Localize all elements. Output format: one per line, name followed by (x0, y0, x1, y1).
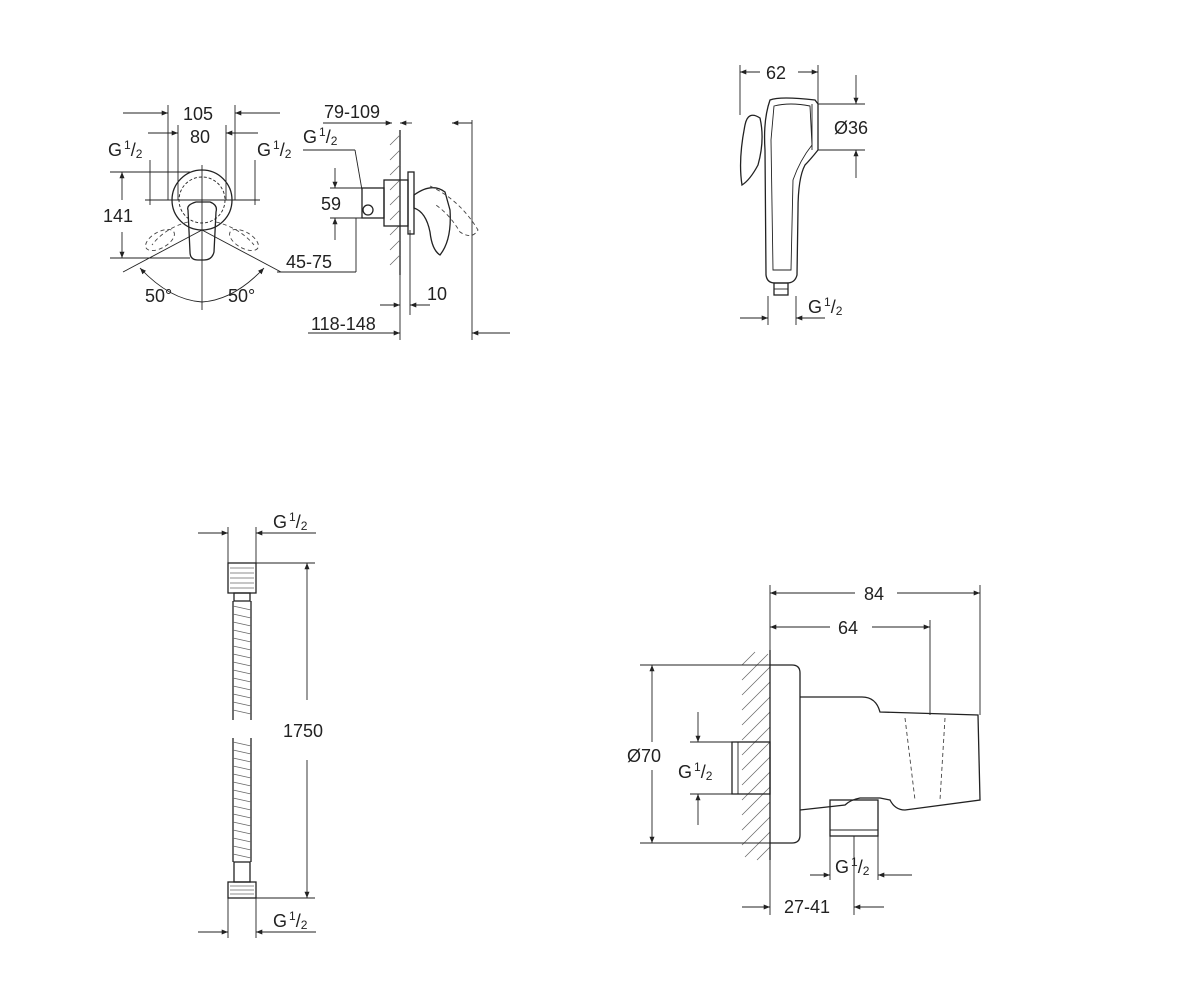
svg-text:G1/2: G1/2 (303, 125, 338, 148)
dim-1750-label: 1750 (283, 721, 323, 741)
svg-text:G1/2: G1/2 (808, 295, 843, 318)
dim-70-label: Ø70 (627, 746, 661, 766)
dim-141-label: 141 (103, 206, 133, 226)
dim-84-label: 84 (864, 584, 884, 604)
hose-bottom-nut (227, 881, 257, 899)
dim-64-label: 64 (838, 618, 858, 638)
hose-upper (232, 601, 252, 720)
mixer-lever-side (413, 187, 451, 256)
svg-text:G1/2: G1/2 (678, 760, 713, 783)
dim-59-label: 59 (321, 194, 341, 214)
dim-118-148-label: 118-148 (311, 314, 376, 334)
outlet-body (799, 696, 981, 811)
dim-36-label: Ø36 (834, 118, 868, 138)
hand-shower-body (763, 97, 819, 284)
dim-79-109-label: 79-109 (324, 102, 380, 122)
dim-27-41-label: 27-41 (784, 897, 830, 917)
angle-left-label: 50° (145, 286, 172, 306)
outlet-rosette (770, 664, 801, 844)
angle-right-label: 50° (228, 286, 255, 306)
dim-10-label: 10 (427, 284, 447, 304)
wall-outlet-view: 84 64 Ø (627, 584, 981, 917)
dim-105-label: 105 (183, 104, 213, 124)
dim-62-label: 62 (766, 63, 786, 83)
hose-lower (232, 738, 252, 862)
outlet-inlet (731, 741, 771, 795)
mixer-lever (187, 201, 218, 261)
hand-shower-trigger (739, 114, 763, 187)
svg-text:G1/2: G1/2 (273, 909, 308, 932)
svg-text:G1/2: G1/2 (257, 138, 292, 161)
dim-45-75-label: 45-75 (286, 252, 332, 272)
svg-text:G1/2: G1/2 (108, 138, 143, 161)
dim-80-label: 80 (190, 127, 210, 147)
svg-text:G1/2: G1/2 (835, 855, 870, 878)
svg-text:G1/2: G1/2 (273, 510, 308, 533)
